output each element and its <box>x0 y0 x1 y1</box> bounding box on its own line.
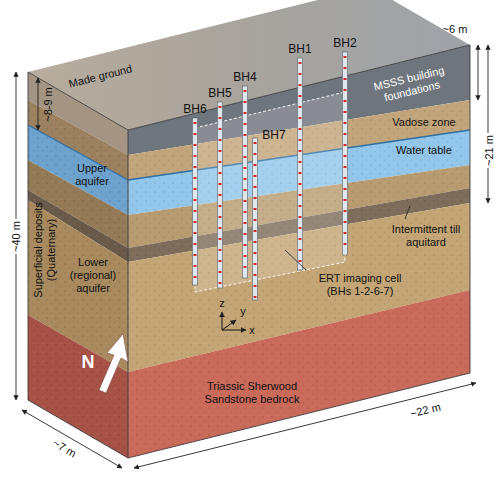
borehole-label: BH4 <box>233 70 256 85</box>
dimension-label: ~21 m <box>482 133 495 168</box>
ert-cell <box>195 92 345 292</box>
north-arrow <box>99 334 128 393</box>
dimension-label: ~7 m <box>48 435 79 461</box>
dimension-line <box>134 383 476 468</box>
layer-label: Superficial deposits (Quaternary) <box>31 188 57 313</box>
block-edge <box>128 130 129 458</box>
borehole <box>253 138 258 300</box>
dimension-line <box>38 78 39 130</box>
block-edge <box>28 45 470 458</box>
borehole <box>218 102 223 288</box>
layer-label: Intermittent till aquitard <box>382 223 470 249</box>
borehole-label: BH1 <box>288 42 311 57</box>
borehole-label: BH5 <box>208 86 231 101</box>
axis-label: z <box>219 297 225 310</box>
axis-label: x <box>249 324 255 337</box>
borehole-label: BH7 <box>262 128 285 143</box>
borehole <box>298 58 303 270</box>
borehole <box>193 118 198 285</box>
foundation-label: MSSS building foundations <box>356 60 464 110</box>
borehole-label: BH2 <box>333 36 356 51</box>
borehole <box>343 52 348 255</box>
layer-label: Lower (regional) aquifer <box>64 256 122 295</box>
dimension-label: ~8-9 m <box>41 87 54 122</box>
north-label: N <box>82 352 95 373</box>
dimension-label: ~40 m <box>10 219 23 254</box>
borehole <box>243 86 248 278</box>
dimension-label: ~6 m <box>443 23 468 36</box>
leader-line <box>405 206 410 219</box>
layer-label: Upper aquifer <box>62 162 122 188</box>
dimension-line <box>478 45 479 100</box>
layer-label: Made ground <box>67 62 133 90</box>
axis-label: y <box>240 305 246 318</box>
dimension-line <box>22 410 122 468</box>
leader-line <box>285 250 306 270</box>
borehole-label: BH6 <box>183 102 206 117</box>
dimension-line <box>488 45 489 203</box>
layer-label: Triassic Sherwood Sandstone bedrock <box>185 380 320 406</box>
layer-label: Water table <box>396 144 452 157</box>
soil-texture <box>28 100 128 458</box>
dimension-label: ~22 m <box>406 399 443 420</box>
layer-label: Vadose zone <box>392 116 455 129</box>
cell-label: ERT imaging cell (BHs 1-2-6-7) <box>310 272 410 298</box>
